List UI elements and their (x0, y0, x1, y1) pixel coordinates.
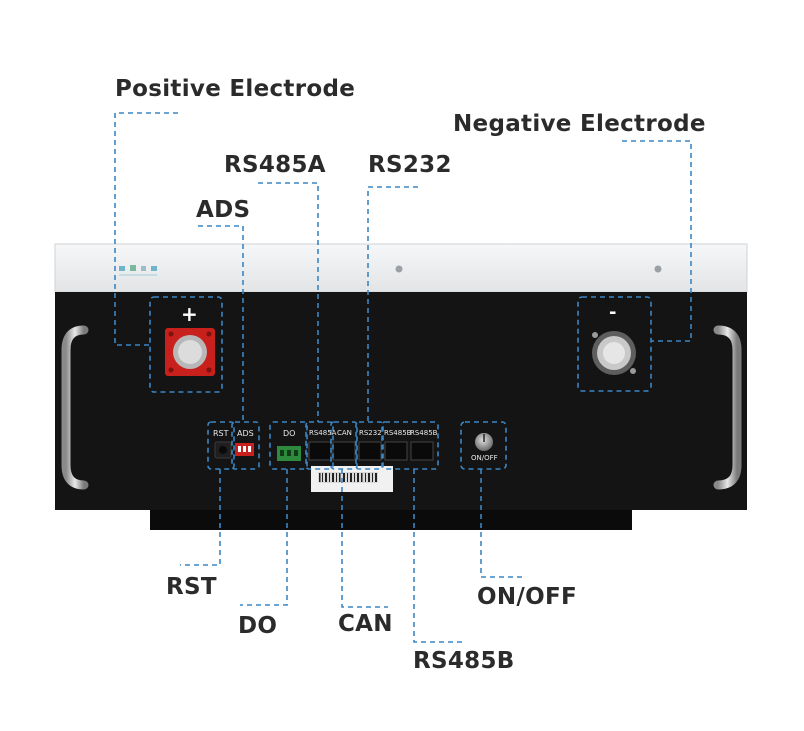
positive-electrode-label: Positive Electrode (115, 76, 356, 102)
rs485b-leader-line (413, 469, 466, 643)
left-handle (61, 325, 89, 490)
ads-dip-switch (235, 443, 254, 456)
panel-label-can: CAN (337, 429, 352, 437)
do-label: DO (238, 613, 278, 639)
rs232-label: RS232 (368, 152, 452, 178)
panel-label-rs485a: RS485A (309, 429, 337, 437)
panel-label-rs485b: RS485B (410, 429, 438, 437)
onoff-label: ON/OFF (477, 584, 577, 610)
positive-terminal-highlight (149, 296, 223, 393)
base-plate (150, 510, 632, 530)
rs485a-label: RS485A (224, 152, 326, 178)
do-leader-line (240, 469, 288, 606)
rj45-ports (308, 441, 434, 461)
rst-highlight (207, 421, 235, 470)
negative-terminal (592, 331, 636, 375)
positive-terminal (165, 328, 215, 376)
can-leader-line (341, 469, 388, 608)
terminal-plus-sign: + (181, 302, 198, 326)
panel-label-ads: ADS (237, 429, 254, 438)
onoff-highlight (460, 421, 507, 470)
rs232-leader-line (367, 186, 418, 422)
lid-screw (654, 265, 662, 273)
panel-label-onoff: ON/OFF (471, 454, 498, 462)
negative-electrode-label: Negative Electrode (453, 111, 706, 137)
positive-leader-line (114, 112, 178, 346)
ads-highlight (231, 421, 260, 470)
rs485a-highlight (305, 421, 334, 470)
onoff-leader-line (480, 469, 525, 578)
rs485b-highlight (381, 421, 439, 470)
rst-label: RST (166, 574, 217, 600)
rs485a-leader-line (258, 182, 319, 422)
lid-indicator-lights (119, 265, 157, 276)
panel-label-rs232: RS232 (359, 429, 382, 437)
power-knob (475, 433, 493, 451)
rst-button (214, 441, 232, 459)
can-highlight (330, 421, 358, 470)
case-body (55, 292, 747, 510)
right-handle (713, 325, 742, 490)
panel-label-rst: RST (213, 429, 229, 438)
panel-label-rs485b: RS485B (384, 429, 412, 437)
terminal-minus-sign: - (609, 302, 617, 323)
do-highlight (269, 421, 308, 470)
do-terminal-block (277, 446, 301, 461)
can-label: CAN (338, 611, 393, 637)
rs232-highlight (355, 421, 384, 470)
ads-leader-line (198, 225, 244, 422)
panel-label-do: DO (283, 429, 296, 438)
negative-leader-line (622, 140, 692, 342)
barcode-label (311, 466, 393, 492)
ads-label: ADS (196, 197, 251, 223)
lid-screw (395, 265, 403, 273)
rs485b-label: RS485B (413, 648, 515, 674)
rst-leader-line (180, 469, 221, 566)
